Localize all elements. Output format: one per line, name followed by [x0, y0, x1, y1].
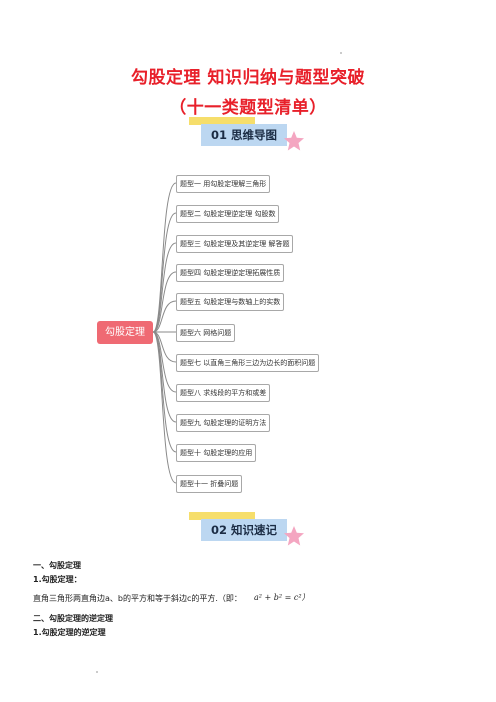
mindmap-branch-4: 题型四 勾股定理逆定理拓展性质: [176, 264, 285, 282]
theorem-statement: 直角三角形两直角边a、b的平方和等于斜边c的平方.（即：: [33, 594, 242, 603]
decorative-dot: [340, 52, 342, 54]
mindmap-branch-10: 题型十 勾股定理的应用: [176, 444, 257, 462]
mindmap-branch-8: 题型八 求线段的平方和或差: [176, 384, 271, 402]
mindmap-branch-3: 题型三 勾股定理及其逆定理 解答题: [176, 235, 294, 253]
heading-pythagorean-theorem: 一、勾股定理: [33, 561, 81, 570]
section-label: 02 知识速记: [210, 523, 277, 537]
document-subtitle: （十一类题型清单）: [169, 98, 327, 118]
mindmap-branch-9: 题型九 勾股定理的证明方法: [176, 414, 271, 432]
section-header-notes: 02 知识速记: [189, 512, 304, 546]
mindmap-branch-11: 题型十一 折叠问题: [176, 475, 243, 493]
section-label-background: [201, 124, 287, 146]
theorem-formula: a² + b² = c²）: [254, 593, 310, 602]
mindmap-branch-7: 题型七 以直角三角形三边为边长的面积问题: [176, 354, 320, 372]
subheading-converse: 1.勾股定理的逆定理: [33, 628, 106, 637]
mindmap-branch-6: 题型六 网格问题: [176, 324, 236, 342]
section-label: 01 思维导图: [210, 128, 277, 142]
highlight-bar: [189, 117, 255, 125]
section-header-mindmap: 01 思维导图: [189, 117, 304, 151]
decorative-dot: [96, 671, 98, 673]
mindmap-center-node: 勾股定理: [97, 321, 153, 344]
mindmap-branch-1: 题型一 用勾股定理解三角形: [176, 175, 271, 193]
mindmap-branch-2: 题型二 勾股定理逆定理 勾股数: [176, 205, 280, 223]
mindmap-branch-5: 题型五 勾股定理与数轴上的实数: [176, 293, 285, 311]
document-title: 勾股定理 知识归纳与题型突破: [131, 68, 365, 88]
highlight-bar: [189, 512, 255, 520]
subheading-theorem: 1.勾股定理：: [33, 575, 82, 584]
section-label-background: [201, 519, 287, 541]
heading-converse-theorem: 二、勾股定理的逆定理: [33, 614, 113, 623]
star-icon: [284, 526, 304, 546]
star-icon: [284, 131, 304, 151]
